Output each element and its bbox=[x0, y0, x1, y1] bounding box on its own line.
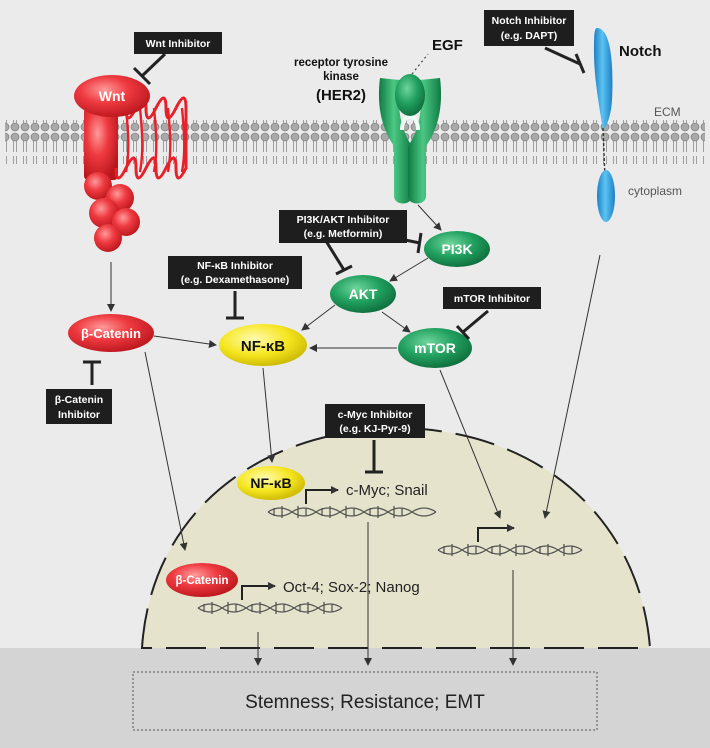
wnt-label: Wnt bbox=[99, 88, 126, 104]
tss-arrow-cmyc bbox=[305, 486, 339, 504]
egf-ligand bbox=[395, 74, 425, 116]
beta-catenin-inhibitor-line2: Inhibitor bbox=[58, 409, 100, 421]
pi3k-akt-inhibitor-box: PI3K/AKT Inhibitor (e.g. Metformin) bbox=[279, 210, 407, 243]
her2-label: (HER2) bbox=[316, 87, 366, 104]
akt-label: AKT bbox=[349, 286, 378, 302]
cmyc-inhibitor-line2: (e.g. KJ-Pyr-9) bbox=[339, 423, 410, 435]
mtor-node bbox=[398, 328, 472, 368]
pi3k-node bbox=[424, 231, 490, 267]
akt-node bbox=[330, 275, 396, 313]
mtor-inhibitor-text: mTOR Inhibitor bbox=[454, 293, 530, 305]
notch-inhibitor-line2: (e.g. DAPT) bbox=[501, 30, 558, 42]
pi3k-akt-inhibitor-line1: PI3K/AKT Inhibitor bbox=[297, 214, 390, 226]
nfkb-node bbox=[219, 324, 307, 366]
outcome-box bbox=[132, 671, 598, 731]
notch-inhibition-bar bbox=[544, 46, 586, 74]
beta-catenin-inhibition-bar bbox=[83, 360, 101, 385]
dna-helix-notch-mtor bbox=[437, 544, 583, 556]
arrow-akt-to-mtor bbox=[381, 311, 411, 333]
egf-label: EGF bbox=[432, 37, 463, 54]
pi3k-label: PI3K bbox=[441, 241, 472, 257]
cytoplasm-label: cytoplasm bbox=[628, 184, 682, 198]
notch-inhibitor-line1: Notch Inhibitor bbox=[492, 15, 567, 27]
pi3k-akt-inhibitor-line2: (e.g. Metformin) bbox=[304, 228, 383, 240]
outcome-text: Stemness; Resistance; EMT bbox=[245, 692, 485, 713]
arrow-akt-to-nfkb bbox=[301, 304, 336, 331]
nfkb-inhibitor-line2: (e.g. Dexamethasone) bbox=[181, 274, 290, 286]
mtor-inhibitor-box: mTOR Inhibitor bbox=[443, 287, 541, 309]
cmyc-inhibitor-box: c-Myc Inhibitor (e.g. KJ-Pyr-9) bbox=[325, 404, 425, 438]
beta-catenin-label: β-Catenin bbox=[81, 326, 141, 341]
gene-oct-sox-nanog: Oct-4; Sox-2; Nanog bbox=[283, 579, 420, 596]
cmyc-inhibitor-line1: c-Myc Inhibitor bbox=[338, 409, 413, 421]
arrow-mtor-to-gene bbox=[439, 369, 502, 519]
dna-helix-cmyc bbox=[267, 506, 437, 518]
nuclear-beta-catenin-label: β-Catenin bbox=[175, 575, 228, 587]
beta-catenin-inhibitor-line1: β-Catenin bbox=[55, 394, 103, 406]
arrow-pi3k-to-akt bbox=[389, 257, 429, 282]
activation-arrows bbox=[107, 204, 601, 666]
beta-catenin-inhibitor-box: β-Catenin Inhibitor bbox=[46, 389, 112, 424]
rtk-label-line2: kinase bbox=[323, 71, 359, 83]
arrow-her2-to-pi3k bbox=[417, 204, 442, 231]
rtk-label-line1: receptor tyrosine bbox=[294, 57, 388, 69]
gene-cmyc-snail: c-Myc; Snail bbox=[346, 482, 428, 499]
dna-helix-oct bbox=[197, 602, 343, 614]
wnt-inhibitor-text: Wnt Inhibitor bbox=[146, 38, 211, 50]
egf-connector bbox=[411, 53, 429, 75]
beta-catenin-node bbox=[68, 314, 154, 352]
nuclear-nfkb-label: NF-κB bbox=[250, 475, 291, 491]
tss-arrow-oct bbox=[241, 582, 276, 600]
cmyc-inhibition-bar bbox=[365, 440, 383, 474]
ecm-label: ECM bbox=[654, 105, 681, 119]
transcription-arrows bbox=[241, 486, 515, 600]
arrow-notch-to-gene bbox=[542, 254, 601, 519]
arrow-nfkb-to-nucleus bbox=[262, 367, 276, 463]
inhibition-bars bbox=[83, 46, 586, 474]
nuclear-nfkb-node bbox=[237, 466, 305, 500]
nfkb-inhibitor-box: NF-κB Inhibitor (e.g. Dexamethasone) bbox=[168, 256, 302, 289]
arrow-beta-catenin-to-nfkb bbox=[153, 335, 217, 348]
wnt-inhibitor-box: Wnt Inhibitor bbox=[134, 32, 222, 54]
mtor-inhibition-bar bbox=[455, 309, 489, 341]
notch-receptor bbox=[594, 28, 615, 222]
her2-receptor bbox=[378, 78, 442, 204]
notch-label: Notch bbox=[619, 43, 662, 60]
mtor-label: mTOR bbox=[414, 340, 456, 356]
arrow-beta-catenin-to-nucleus bbox=[144, 351, 188, 551]
bottom-band bbox=[0, 648, 710, 748]
nfkb-label: NF-κB bbox=[241, 338, 285, 355]
nfkb-inhibitor-line1: NF-κB Inhibitor bbox=[197, 260, 273, 272]
wnt-inhibition-bar bbox=[132, 52, 167, 86]
nfkb-inhibition-bar bbox=[226, 291, 244, 320]
nuclear-beta-catenin-node bbox=[166, 563, 238, 597]
akt-inhibition-bar bbox=[324, 240, 353, 276]
cell-membrane bbox=[5, 120, 705, 164]
notch-inhibitor-box: Notch Inhibitor (e.g. DAPT) bbox=[484, 10, 574, 46]
tss-arrow-gene bbox=[477, 524, 515, 542]
wnt-ligand bbox=[74, 75, 150, 117]
